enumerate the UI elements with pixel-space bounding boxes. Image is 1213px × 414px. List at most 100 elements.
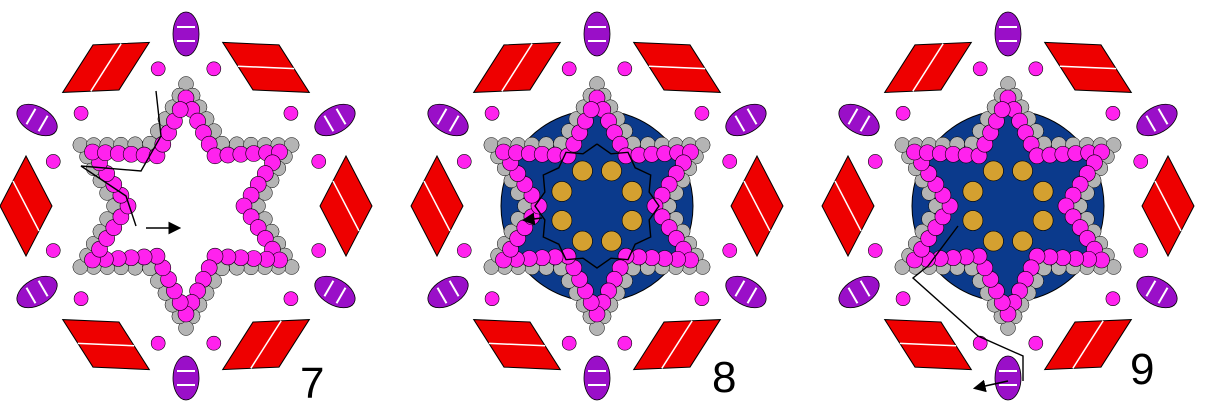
diamond-bead: [0, 156, 52, 256]
oval-bead-body: [720, 270, 771, 315]
seed-bead-magenta: [1029, 62, 1043, 76]
oval-bead-body: [720, 98, 771, 143]
oval-bead-body: [173, 12, 199, 56]
oval-bead-body: [422, 98, 473, 143]
oval-bead: [11, 270, 62, 315]
gold-bead: [552, 181, 572, 201]
seed-bead-magenta: [1029, 336, 1043, 350]
seed-bead-magenta: [1134, 154, 1148, 168]
seed-bead-magenta: [695, 106, 709, 120]
gold-bead: [963, 181, 983, 201]
oval-bead-body: [995, 12, 1021, 56]
seed-bead-magenta: [994, 102, 1010, 118]
seed-bead-magenta: [896, 292, 910, 306]
oval-bead-body: [1131, 98, 1182, 143]
seed-bead-magenta: [896, 106, 910, 120]
oval-bead: [422, 98, 473, 143]
seed-bead-magenta: [46, 244, 60, 258]
seed-bead-magenta: [723, 154, 737, 168]
oval-bead: [995, 356, 1021, 400]
seed-bead-magenta: [284, 106, 298, 120]
oval-bead: [1131, 270, 1182, 315]
oval-bead: [584, 12, 610, 56]
seed-bead-magenta: [151, 62, 165, 76]
diamond-bead: [461, 297, 574, 392]
seed-bead-magenta: [618, 336, 632, 350]
seed-bead-magenta: [485, 106, 499, 120]
oval-bead-body: [833, 98, 884, 143]
oval-bead-body: [584, 356, 610, 400]
diamond-bead: [210, 20, 323, 115]
oval-bead-body: [584, 12, 610, 56]
gold-bead: [602, 231, 622, 251]
seed-bead-magenta: [868, 244, 882, 258]
seed-bead-magenta: [312, 244, 326, 258]
seed-bead-magenta: [723, 244, 737, 258]
diamond-bead: [320, 156, 372, 256]
seed-bead-magenta: [172, 102, 188, 118]
seed-bead-magenta: [284, 292, 298, 306]
oval-bead: [584, 356, 610, 400]
step-number-8: 8: [712, 353, 736, 402]
gold-bead: [572, 231, 592, 251]
oval-bead-body: [173, 356, 199, 400]
gold-bead: [622, 211, 642, 231]
step-panel-7: [0, 12, 372, 400]
step-panel-8: [411, 12, 783, 400]
seed-bead-magenta: [562, 62, 576, 76]
seed-bead-magenta: [1106, 292, 1120, 306]
step-number-9: 9: [1130, 345, 1154, 394]
seed-bead-magenta: [207, 62, 221, 76]
seed-bead-magenta: [151, 336, 165, 350]
oval-bead-body: [309, 270, 360, 315]
oval-bead: [720, 98, 771, 143]
seed-bead-magenta: [583, 102, 599, 118]
seed-bead-magenta: [1106, 106, 1120, 120]
gold-bead: [622, 181, 642, 201]
diamond-bead: [1142, 156, 1194, 256]
oval-bead: [173, 356, 199, 400]
gold-bead: [572, 161, 592, 181]
oval-bead: [1131, 98, 1182, 143]
gold-bead: [983, 161, 1003, 181]
oval-bead-body: [309, 98, 360, 143]
diamond-bead: [1032, 20, 1145, 115]
oval-bead-body: [11, 270, 62, 315]
oval-bead: [11, 98, 62, 143]
diamond-bead: [872, 20, 985, 115]
oval-bead-body: [995, 356, 1021, 400]
seed-bead-magenta: [312, 154, 326, 168]
diamond-bead: [621, 20, 734, 115]
step-panel-9: [822, 12, 1194, 400]
oval-bead-body: [11, 98, 62, 143]
diamond-bead: [1032, 297, 1145, 392]
seed-bead-magenta: [868, 154, 882, 168]
oval-bead: [995, 12, 1021, 56]
seed-bead-magenta: [562, 336, 576, 350]
diamond-bead: [50, 20, 163, 115]
oval-bead-body: [1131, 270, 1182, 315]
oval-bead: [720, 270, 771, 315]
seed-bead-magenta: [457, 244, 471, 258]
diamond-bead: [822, 156, 874, 256]
oval-bead: [309, 270, 360, 315]
diamond-bead: [461, 20, 574, 115]
gold-bead: [1033, 211, 1053, 231]
diamond-bead: [411, 156, 463, 256]
seed-bead-magenta: [46, 154, 60, 168]
gold-bead: [963, 211, 983, 231]
oval-bead-body: [422, 270, 473, 315]
oval-bead: [833, 270, 884, 315]
seed-bead-magenta: [457, 154, 471, 168]
step-number-7: 7: [300, 359, 324, 408]
seed-bead-magenta: [74, 292, 88, 306]
gold-bead: [1033, 181, 1053, 201]
seed-bead-magenta: [1134, 244, 1148, 258]
seed-bead-magenta: [485, 292, 499, 306]
gold-bead: [1013, 161, 1033, 181]
gold-bead: [602, 161, 622, 181]
diamond-bead: [731, 156, 783, 256]
oval-bead: [173, 12, 199, 56]
